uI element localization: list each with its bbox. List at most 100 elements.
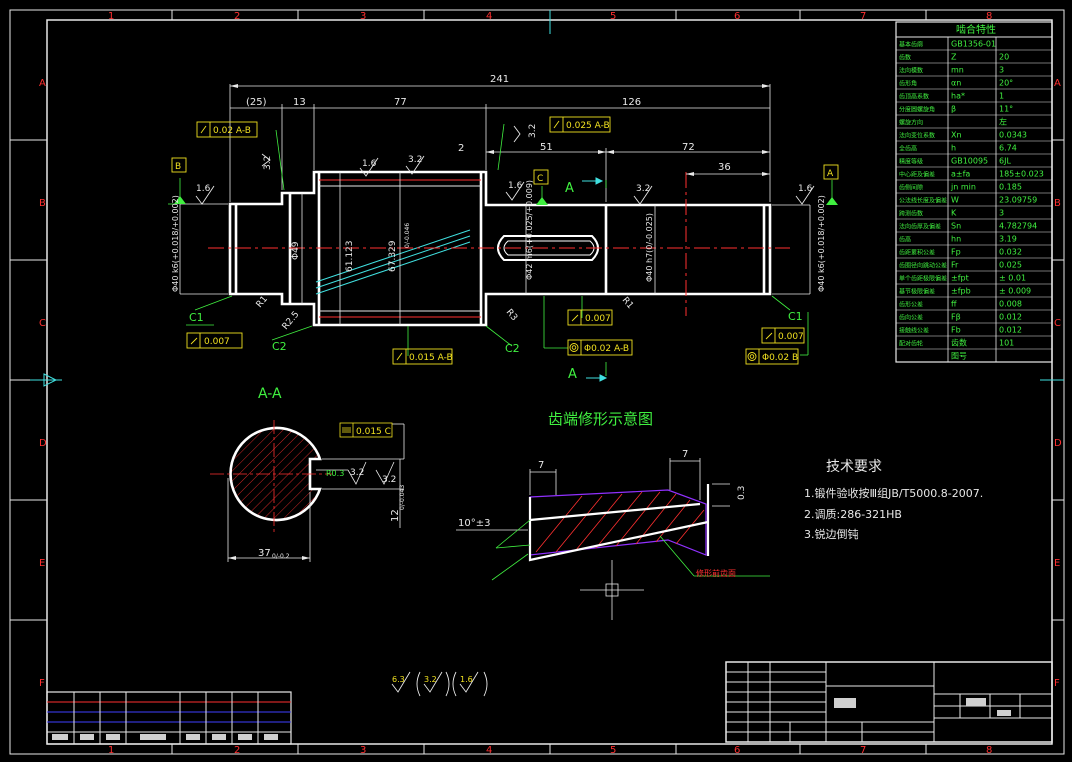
gear-row-symbol: GB1356-01 xyxy=(951,39,996,48)
tooth-dim-left: 7 xyxy=(538,460,544,471)
left-row-f: F xyxy=(39,678,45,689)
gear-row-name: 基节极限偏差 xyxy=(899,287,935,295)
dimension-arrows xyxy=(230,84,770,176)
finish-16-left: 1.6 xyxy=(196,184,211,194)
gear-row-name: 法向齿厚及偏差 xyxy=(899,222,941,230)
tooth-diagram: 齿端修形示意图 xyxy=(456,410,770,620)
dim-77: 77 xyxy=(394,97,407,108)
tech-requirements: 技术要求 1.锻件验收按Ⅲ组JB/T5000.8-2007. 2.调质:286-… xyxy=(804,459,983,541)
gear-row-symbol: hn xyxy=(951,234,961,243)
finish-16-key: 1.6 xyxy=(508,181,523,191)
section-title: A-A xyxy=(258,386,282,402)
gear-row-symbol: 齿数 xyxy=(951,337,967,347)
section-fcf-value: 0.015 C xyxy=(356,427,391,437)
finish-32-bearing: 3.2 xyxy=(636,184,650,194)
gear-row-name: 中心距及偏差 xyxy=(899,170,935,178)
gear-row-name: 跨测齿数 xyxy=(899,209,923,217)
fcf-coax-mid: Φ0.02 A-B xyxy=(584,344,629,354)
gear-row-symbol: 图号 xyxy=(951,351,967,360)
tech-title: 技术要求 xyxy=(826,459,882,475)
gear-row-name: 齿形角 xyxy=(899,79,917,87)
section-mark-top: A xyxy=(565,181,574,196)
gear-row-name: 齿高 xyxy=(899,235,911,243)
gear-row-value: 0.012 xyxy=(999,312,1022,321)
gear-row-name: 齿侧间隙 xyxy=(899,183,923,191)
dim-bearing-dia: Φ40 h7(0/-0.025) xyxy=(645,213,654,282)
left-row-d: D xyxy=(39,438,47,449)
center-lines xyxy=(208,172,790,316)
fcf-coax-right: Φ0.02 B xyxy=(762,353,798,363)
fcf-cyl-right: 0.007 xyxy=(778,332,804,342)
bottom-col-7: 7 xyxy=(860,745,866,756)
chamfer-c1-right: C1 xyxy=(788,310,803,323)
dim-49-dia: Φ49 xyxy=(291,241,301,260)
gear-row-symbol: Fr xyxy=(951,260,959,269)
finish-values: 1.6 1.6 3.2 1.6 3.2 1.6 3.2 3.2 xyxy=(196,124,813,194)
right-row-a: A xyxy=(1054,78,1061,89)
gear-row-value: 0.185 xyxy=(999,182,1022,191)
gear-row-symbol: W xyxy=(951,195,959,204)
top-col-1: 1 xyxy=(108,11,114,22)
chamfer-c1-left: C1 xyxy=(189,311,204,324)
frame-labels: 1 2 3 4 5 6 7 8 1 2 3 4 5 6 7 8 A B C D … xyxy=(39,11,1062,756)
chamfer-radius-labels: C1 C2 C2 C1 xyxy=(189,310,803,355)
section-dim-12: 12 xyxy=(390,509,401,522)
gear-row-value: 20° xyxy=(999,78,1013,87)
gear-row-value: 6.74 xyxy=(999,143,1017,152)
gear-row-symbol: Fb xyxy=(951,325,961,334)
right-row-f: F xyxy=(1054,678,1060,689)
section-dim-12-tol: 0/-0.043 xyxy=(399,485,406,510)
right-row-c: C xyxy=(1054,318,1061,329)
gear-row-symbol: ±fpt xyxy=(951,273,969,282)
tech-item-2: 2.调质:286-321HB xyxy=(804,508,902,521)
gear-row-value: 23.09759 xyxy=(999,195,1037,204)
dim-126: 126 xyxy=(622,97,641,108)
gear-row-value: 185±0.023 xyxy=(999,169,1044,178)
gear-row-name: 齿数 xyxy=(899,53,911,61)
gear-row-symbol: h xyxy=(951,143,956,152)
gear-row-value: 0.012 xyxy=(999,325,1022,334)
left-row-e: E xyxy=(39,558,45,569)
datum-triangles xyxy=(174,196,838,205)
gear-row-symbol: Fβ xyxy=(951,312,961,321)
finish-32-top-side: 3.2 xyxy=(528,124,538,138)
tooth-dim-angle: 10°±3 xyxy=(458,518,490,529)
section-finish-a: 3.2 xyxy=(350,468,364,478)
fcf-runout-left: 0.02 A-B xyxy=(213,126,251,136)
gear-row-symbol: ha* xyxy=(951,91,965,100)
gear-row-name: 精度等级 xyxy=(899,157,923,165)
tech-item-3: 3.锐边倒钝 xyxy=(804,527,859,541)
tooth-dim-vert: 0.3 xyxy=(737,486,747,500)
gear-row-name: 公法线长度及偏差 xyxy=(899,196,947,204)
fcf-cyl-left: 0.007 xyxy=(204,337,230,347)
general-finish-p2: 1.6 xyxy=(460,675,473,684)
general-finish: 6.3 3.2 1.6 xyxy=(391,671,488,697)
dim-tip-tol: 0/-0.046 xyxy=(404,223,411,248)
bottom-col-1: 1 xyxy=(108,745,114,756)
gear-row-symbol: αn xyxy=(951,78,961,87)
gear-row-name: 齿形公差 xyxy=(899,300,923,308)
datum-a-label: A xyxy=(827,169,834,179)
gear-row-name: 齿向公差 xyxy=(899,313,923,321)
top-col-8: 8 xyxy=(986,11,992,22)
gear-row-value: ± 0.009 xyxy=(999,286,1031,295)
section-view: A-A 0.015 C xyxy=(210,386,406,562)
fcf-runout-top: 0.025 A-B xyxy=(566,121,610,131)
fcf-values: 0.02 A-B 0.025 A-B 0.015 A-B 0.007 0.007… xyxy=(175,121,834,363)
dim-root-dia: 61.123 xyxy=(345,241,355,273)
gear-row-value: 3 xyxy=(999,208,1004,217)
top-col-2: 2 xyxy=(234,11,240,22)
gear-row-value: 11° xyxy=(999,104,1013,113)
gear-row-symbol: β xyxy=(951,104,956,113)
gear-row-value: 3.19 xyxy=(999,234,1017,243)
right-row-d: D xyxy=(1054,438,1062,449)
dim-36: 36 xyxy=(718,162,731,173)
right-row-b: B xyxy=(1054,198,1061,209)
top-col-7: 7 xyxy=(860,11,866,22)
gear-row-value: 101 xyxy=(999,338,1014,347)
gear-row-value: 4.782794 xyxy=(999,221,1037,230)
left-row-c: C xyxy=(39,318,46,329)
bottom-col-8: 8 xyxy=(986,745,992,756)
gear-row-symbol: jn min xyxy=(950,182,976,191)
title-block xyxy=(725,661,1053,743)
